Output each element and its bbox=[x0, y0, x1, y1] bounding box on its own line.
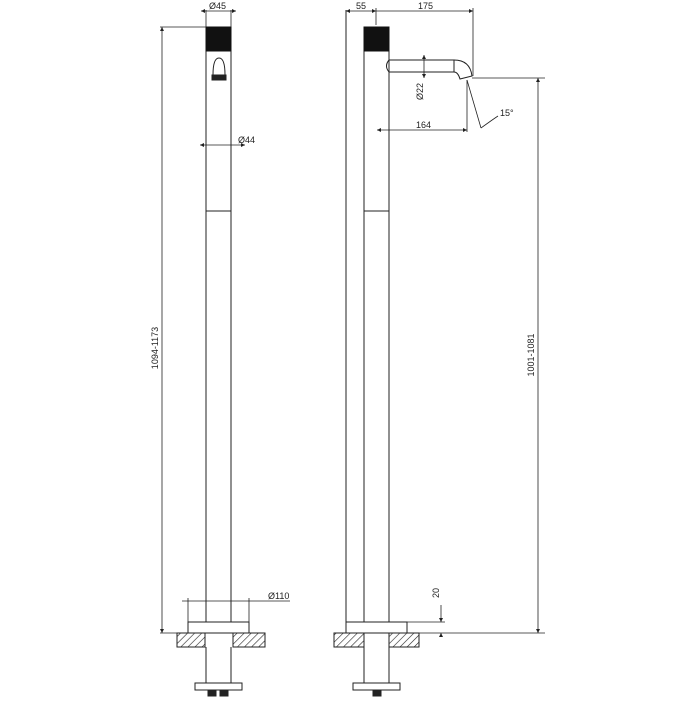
dim-side-spout-length: 164 bbox=[416, 120, 431, 130]
front-view bbox=[176, 26, 266, 697]
side-floor-right bbox=[388, 632, 420, 648]
front-handle bbox=[205, 26, 232, 52]
front-dimensions bbox=[160, 9, 290, 634]
front-spout-outlet bbox=[212, 57, 226, 76]
side-spout bbox=[388, 59, 473, 80]
dim-side-spout-diameter: Ø22 bbox=[415, 83, 425, 100]
side-body bbox=[363, 26, 390, 623]
front-body bbox=[205, 26, 232, 623]
front-base-plate bbox=[187, 621, 250, 634]
dim-front-overall-height: 1094-1173 bbox=[150, 327, 160, 369]
dim-side-spout-reach: 175 bbox=[418, 1, 433, 11]
front-floor-left bbox=[176, 632, 206, 648]
dim-front-base-diameter: Ø110 bbox=[268, 591, 289, 601]
side-floor-left bbox=[333, 632, 365, 648]
side-handle bbox=[363, 26, 390, 52]
dim-side-spout-height: 1001-1081 bbox=[526, 333, 536, 376]
side-base-plate bbox=[345, 621, 408, 634]
side-view bbox=[333, 10, 473, 697]
dim-side-base-height: 20 bbox=[431, 588, 441, 598]
side-dimensions bbox=[346, 8, 545, 637]
dim-front-body-diameter: Ø44 bbox=[238, 135, 255, 145]
dim-side-offset: 55 bbox=[356, 1, 366, 11]
front-floor-right bbox=[232, 632, 266, 648]
dim-front-top-diameter: Ø45 bbox=[209, 1, 226, 11]
dim-side-angle: 15° bbox=[500, 108, 514, 118]
